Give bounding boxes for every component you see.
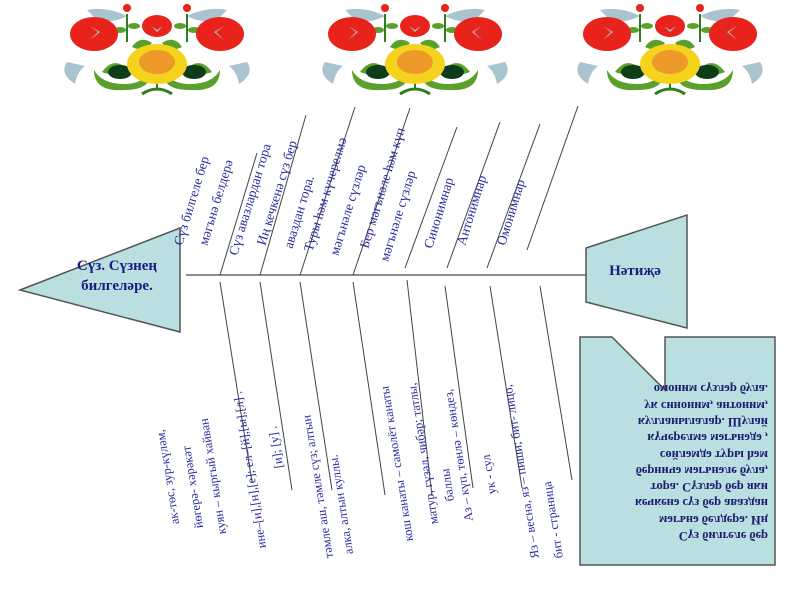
conclusion-line: ук синоним, антоним, (644, 398, 768, 413)
conclusion-box (579, 336, 776, 566)
conclusion-line: тора. Сүзләр бер яки (650, 480, 769, 495)
ornament-right (575, 2, 765, 96)
result-title: Нәтиҗә (609, 263, 661, 279)
result-box (585, 213, 688, 329)
conclusion-line: сөйләмдә туры һәм (659, 447, 768, 462)
head-title: Сүз. Сүзнең билгеләре. (76, 258, 158, 294)
conclusion-line: мәгънә белдерә. Иң (658, 512, 768, 527)
head-triangle (17, 226, 181, 333)
conclusion-line: Сүз билгеле бер (678, 529, 768, 543)
lower-bones (219, 279, 573, 497)
ornament-center (320, 2, 510, 96)
conclusion-line: күчерелмә мәгънәдә , (647, 431, 768, 446)
conclusion-line: омоним сүзләр була. (653, 382, 768, 397)
ornament-left (62, 2, 252, 96)
upper-bones (219, 105, 579, 276)
conclusion-text: Сүз билгеле бер мәгънә белдерә. Иң кечке… (582, 340, 774, 562)
conclusion-line: берничә мәгънәле була, (635, 463, 768, 478)
conclusion-line: кечкенә сүз бер аваздан (635, 496, 768, 511)
conclusion-line: кулланылалар. Шулай (637, 414, 768, 429)
